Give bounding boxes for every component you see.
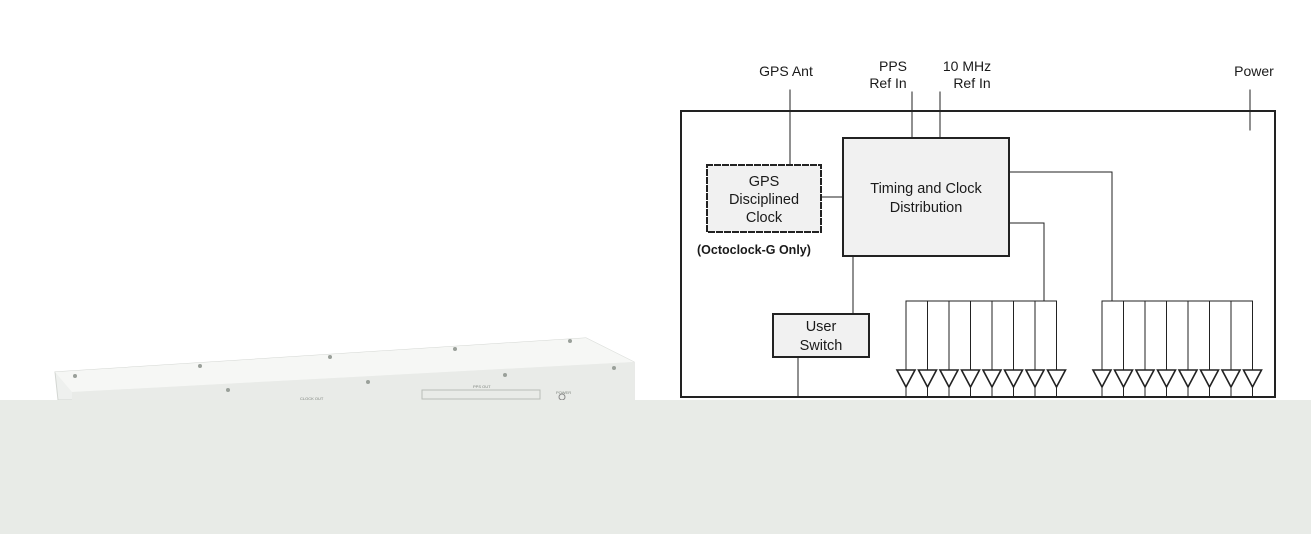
power-label: Power bbox=[1234, 63, 1274, 79]
buffer-triangle-icon bbox=[1199, 369, 1220, 389]
buffer-triangle-icon bbox=[1220, 369, 1242, 389]
device-outline bbox=[680, 110, 1276, 398]
buffer-triangle-icon bbox=[1113, 369, 1134, 389]
device-panel-label: PPS OUT bbox=[473, 384, 491, 389]
gps-clock-line2: Disciplined bbox=[729, 192, 799, 208]
buffer-triangle-icon bbox=[981, 369, 1003, 389]
timing-block bbox=[842, 137, 1010, 257]
switch-line1: User bbox=[806, 319, 837, 335]
timing-line1: Timing and Clock bbox=[870, 181, 982, 197]
user-switch-block bbox=[772, 313, 870, 358]
buffer-triangle-icon bbox=[895, 369, 917, 389]
buffer-bank-2 bbox=[1091, 300, 1263, 398]
pps-label-line2: Ref In bbox=[869, 75, 906, 91]
buffer-triangle-icon bbox=[938, 369, 960, 389]
buffer-triangle-icon bbox=[917, 369, 938, 389]
gps-clock-block bbox=[706, 164, 822, 233]
buffer-triangle-icon bbox=[1024, 369, 1046, 389]
gps-clock-note: (Octoclock-G Only) bbox=[697, 243, 811, 257]
buffer-triangle-icon bbox=[1134, 369, 1156, 389]
buffer-bank-1 bbox=[895, 300, 1067, 398]
timing-line2: Distribution bbox=[890, 200, 963, 216]
device-pps-panel bbox=[421, 389, 541, 400]
bottom-band bbox=[0, 400, 1311, 534]
buffer-triangle-icon bbox=[960, 369, 981, 389]
gps-clock-line1: GPS bbox=[749, 174, 780, 190]
pps-label-line1: PPS bbox=[879, 58, 907, 74]
device-photo: PPS OUT CLOCK OUT POWER bbox=[54, 337, 635, 401]
buffer-triangle-icon bbox=[1156, 369, 1177, 389]
buffer-triangle-icon bbox=[1091, 369, 1113, 389]
buffer-triangle-icon bbox=[1242, 369, 1263, 389]
device-left-label: CLOCK OUT bbox=[300, 396, 324, 401]
switch-line2: Switch bbox=[800, 338, 843, 354]
buffer-triangle-icon bbox=[1003, 369, 1024, 389]
bank2-feed-line bbox=[1008, 171, 1113, 302]
bank1-feed-line bbox=[1008, 222, 1045, 302]
block-diagram: GPS Ant PPS Ref In 10 MHz Ref In Power G… bbox=[680, 58, 1276, 398]
mhz-label-line1: 10 MHz bbox=[943, 58, 991, 74]
mhz-label-line2: Ref In bbox=[953, 75, 990, 91]
gps-ant-label: GPS Ant bbox=[759, 63, 813, 79]
buffer-triangle-icon bbox=[1177, 369, 1199, 389]
buffer-triangle-icon bbox=[1046, 369, 1067, 389]
gps-clock-line3: Clock bbox=[746, 210, 783, 226]
device-power-label: POWER bbox=[556, 390, 571, 395]
